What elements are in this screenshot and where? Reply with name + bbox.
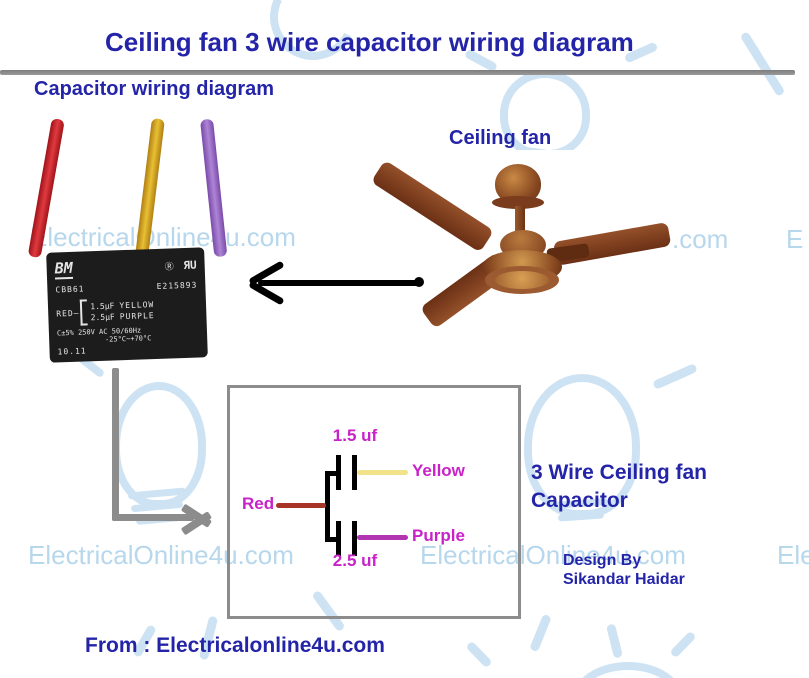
ceiling-fan-photo <box>368 150 672 362</box>
purple-wire-label: Purple <box>412 526 465 545</box>
page-title: Ceiling fan 3 wire capacitor wiring diag… <box>105 27 634 57</box>
capacitor-plate <box>336 455 341 490</box>
capacitance-2: 2.5µF <box>90 312 115 323</box>
lightbulb-ray-icon <box>669 630 697 659</box>
fan-downrod <box>515 206 525 240</box>
red-wire <box>27 118 65 259</box>
schematic-link <box>325 537 337 542</box>
capacitor-cert-code: E215893 <box>156 280 198 291</box>
lightbulb-ray-icon <box>606 623 623 659</box>
watermark-text: ElectricalOnline4u.com <box>420 540 686 570</box>
label-yellow: YELLOW <box>119 300 155 311</box>
watermark-text: ElectricalOnline4u.com <box>30 222 296 252</box>
watermark-text: ElectricalOnline4u.com <box>28 540 294 570</box>
watermark-text-fragment: E <box>786 224 804 254</box>
left-arrow-icon <box>414 277 424 287</box>
fan-motor-plate <box>495 271 549 289</box>
fan-canopy-rim <box>492 196 544 209</box>
red-wire-label: Red <box>242 494 275 513</box>
side-text-line2: Capacitor <box>531 489 628 512</box>
reg-mark-icon: Ⓡ <box>164 262 174 273</box>
lightbulb-ray-icon <box>739 31 786 97</box>
label-red: RED <box>56 308 74 318</box>
schematic-box <box>227 385 521 619</box>
bracket-glyph <box>80 299 88 326</box>
purple-wire <box>200 118 228 258</box>
red-wire-line <box>276 503 326 508</box>
capacitor-model: CBB61 <box>55 284 85 295</box>
watermark-text-fragment: .com <box>672 224 729 254</box>
label-purple: PURPLE <box>119 311 155 322</box>
fan-blade <box>370 160 495 253</box>
capacitance-2-label: 2.5 uf <box>332 551 378 570</box>
section-subtitle: Capacitor wiring diagram <box>34 78 275 100</box>
design-by-label: Design By <box>563 552 642 569</box>
lightbulb-ray-icon <box>465 640 493 669</box>
footer-source: From : Electricalonline4u.com <box>85 634 385 657</box>
capacitor-plate <box>352 521 357 556</box>
schematic-link <box>325 471 330 542</box>
divider <box>0 70 795 75</box>
purple-wire-line <box>357 535 408 540</box>
capacitor-photo: BM CBB61 Ⓡ ЯU E215893 RED — 1.5µF 2.5µF <box>25 110 240 375</box>
fan-label: Ceiling fan <box>449 127 552 149</box>
left-arrow-icon <box>258 280 421 286</box>
designer-name: Sikandar Haidar <box>563 571 685 588</box>
lightbulb-ray-icon <box>652 363 698 390</box>
yellow-wire-label: Yellow <box>412 461 465 480</box>
watermark-text: ElectricalOnline4u.com <box>777 540 809 570</box>
capacitance-1: 1.5µF <box>90 301 115 312</box>
capacitor-brand: BM <box>54 258 74 280</box>
capacitance-1-label: 1.5 uf <box>332 426 378 445</box>
side-text-line1: 3 Wire Ceiling fan <box>531 461 708 484</box>
yellow-wire-line <box>357 470 408 475</box>
ul-mark-icon: ЯU <box>183 258 197 273</box>
elbow-arrow-icon <box>112 514 194 521</box>
lightbulb-ray-icon <box>529 613 552 653</box>
elbow-arrow-icon <box>112 368 119 521</box>
lightbulb-icon <box>572 662 684 678</box>
yellow-wire <box>134 118 165 259</box>
schematic-link <box>325 471 337 476</box>
capacitor-plate <box>336 521 341 556</box>
capacitor-plate <box>352 455 357 490</box>
capacitor-body: BM CBB61 Ⓡ ЯU E215893 RED — 1.5µF 2.5µF <box>46 247 208 363</box>
